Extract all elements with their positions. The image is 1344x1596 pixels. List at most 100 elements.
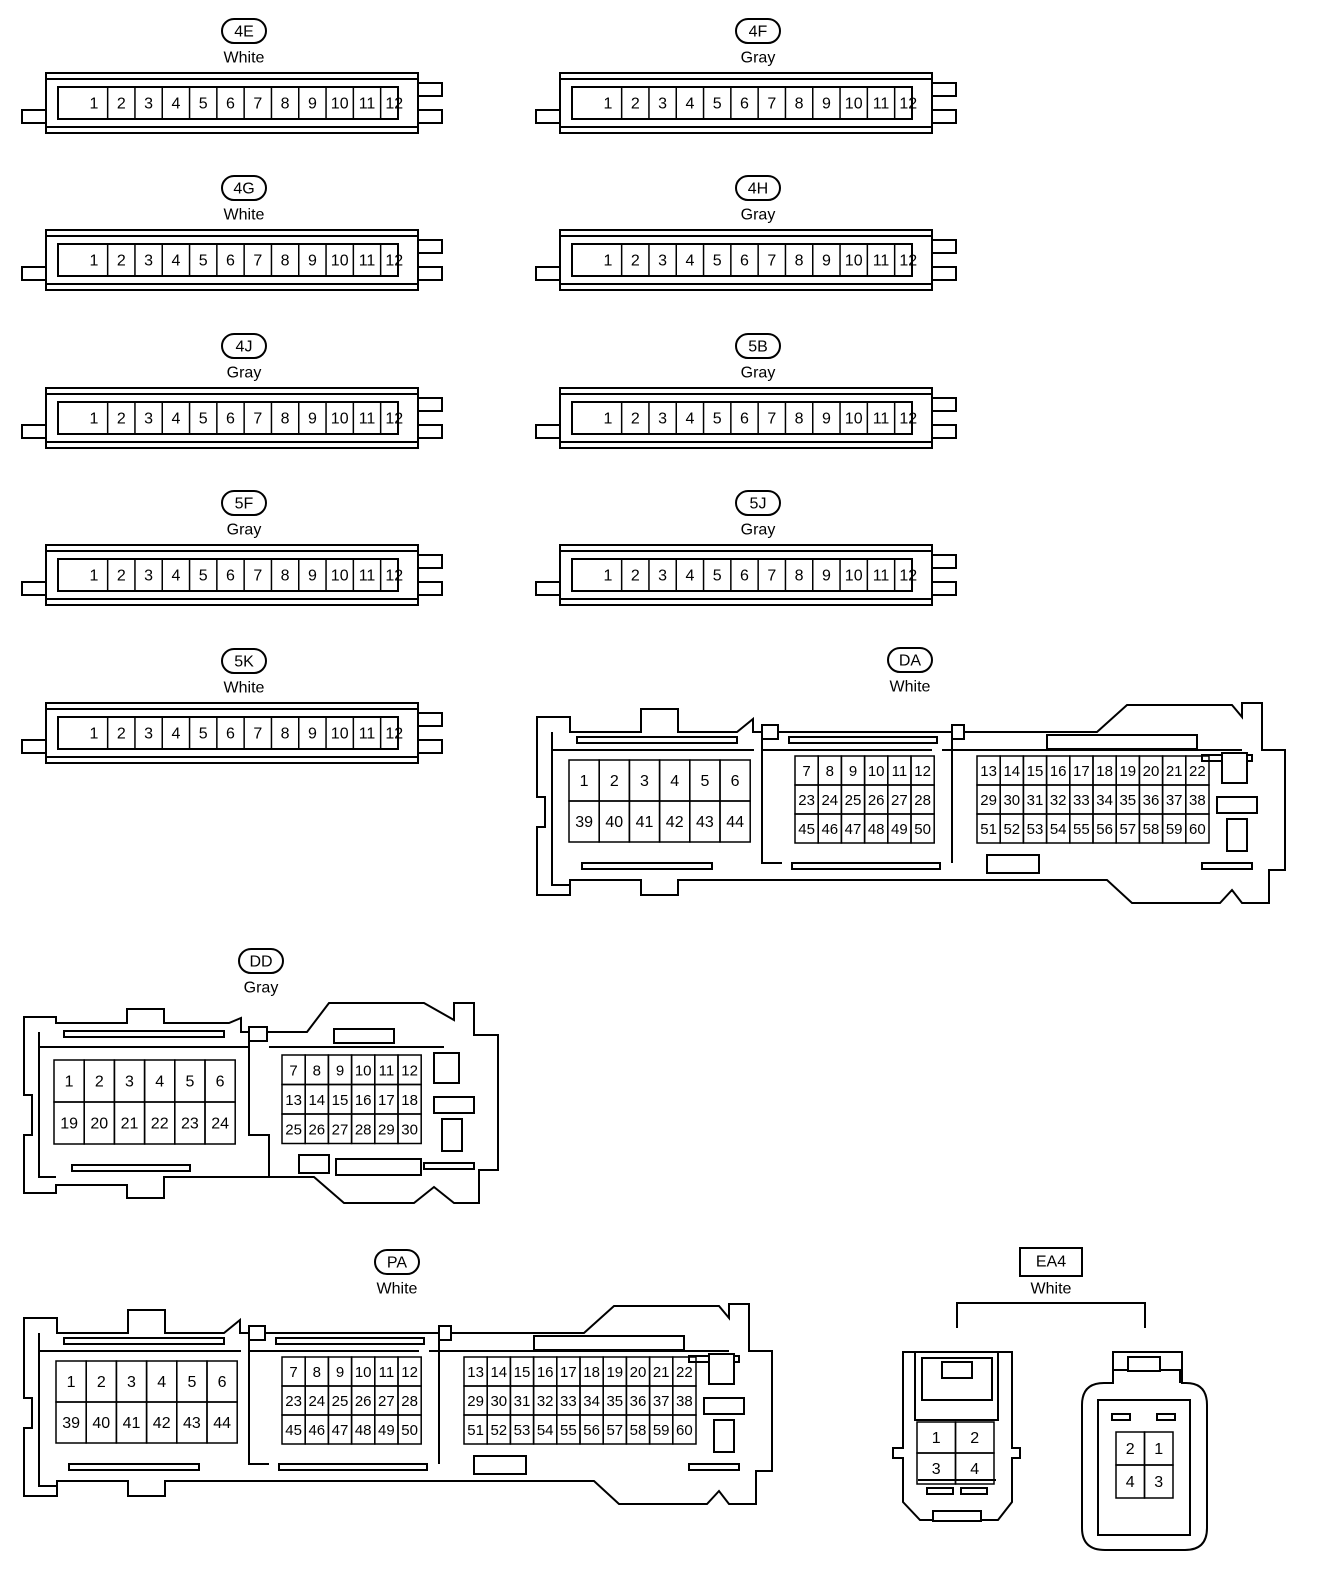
- pin-13: 13: [980, 763, 997, 780]
- pin-8: 8: [281, 96, 290, 113]
- pin-30: 30: [1003, 792, 1020, 809]
- connector-color-label: White: [224, 680, 265, 697]
- pin-26: 26: [868, 792, 885, 809]
- pin-2: 2: [631, 253, 640, 270]
- pin-12: 12: [899, 96, 917, 113]
- pin-3: 3: [932, 1461, 941, 1478]
- pin-10: 10: [868, 763, 885, 780]
- pin-53: 53: [514, 1422, 531, 1439]
- pin-10: 10: [331, 411, 349, 428]
- pin-9: 9: [336, 1364, 344, 1381]
- pin-6: 6: [226, 726, 235, 743]
- pin-2: 2: [95, 1074, 104, 1091]
- connector-color-label: Gray: [741, 50, 776, 67]
- pin-3: 3: [127, 1374, 136, 1391]
- pin-5: 5: [199, 96, 208, 113]
- pin-37: 37: [653, 1393, 670, 1410]
- pin-11: 11: [873, 411, 890, 428]
- pin-2: 2: [610, 773, 619, 790]
- pin-5: 5: [199, 726, 208, 743]
- pin-1: 1: [580, 773, 589, 790]
- pin-45: 45: [798, 821, 815, 838]
- pin-12: 12: [914, 763, 931, 780]
- pin-16: 16: [1050, 763, 1067, 780]
- pin-25: 25: [845, 792, 862, 809]
- connector-code-label: PA: [387, 1255, 407, 1272]
- pin-56: 56: [1096, 821, 1113, 838]
- pin-11: 11: [359, 96, 376, 113]
- pin-4: 4: [685, 411, 694, 428]
- pin-3: 3: [1154, 1474, 1163, 1491]
- pin-7: 7: [289, 1364, 297, 1381]
- pin-9: 9: [308, 253, 317, 270]
- pin-2: 2: [117, 253, 126, 270]
- pin-8: 8: [281, 726, 290, 743]
- pin-11: 11: [379, 1364, 395, 1381]
- pin-17: 17: [1073, 763, 1090, 780]
- connector-code-label: 4F: [749, 24, 768, 41]
- pin-10: 10: [331, 253, 349, 270]
- pin-10: 10: [845, 96, 863, 113]
- pin-38: 38: [1189, 792, 1206, 809]
- pin-42: 42: [153, 1415, 171, 1432]
- pin-58: 58: [1143, 821, 1160, 838]
- pin-6: 6: [226, 253, 235, 270]
- pin-49: 49: [891, 821, 908, 838]
- pin-4: 4: [171, 411, 180, 428]
- pin-4: 4: [685, 253, 694, 270]
- pin-47: 47: [332, 1422, 349, 1439]
- pin-11: 11: [873, 568, 890, 585]
- pin-8: 8: [281, 411, 290, 428]
- pin-42: 42: [666, 814, 684, 831]
- pin-28: 28: [401, 1393, 418, 1410]
- pin-55: 55: [1073, 821, 1090, 838]
- pin-48: 48: [868, 821, 885, 838]
- pin-5: 5: [199, 253, 208, 270]
- pin-24: 24: [821, 792, 838, 809]
- pin-6: 6: [740, 253, 749, 270]
- connector-color-label: Gray: [227, 522, 262, 539]
- connector-color-label: White: [1031, 1281, 1072, 1298]
- connector-color-label: White: [890, 679, 931, 696]
- pin-8: 8: [795, 253, 804, 270]
- connector-code-label: 5J: [750, 496, 767, 513]
- pin-11: 11: [873, 253, 890, 270]
- pin-50: 50: [401, 1422, 418, 1439]
- pin-23: 23: [285, 1393, 302, 1410]
- pin-46: 46: [821, 821, 838, 838]
- pin-51: 51: [980, 821, 997, 838]
- pin-31: 31: [514, 1393, 531, 1410]
- pin-46: 46: [308, 1422, 325, 1439]
- pin-6: 6: [226, 96, 235, 113]
- pin-11: 11: [359, 726, 376, 743]
- pin-29: 29: [378, 1121, 395, 1138]
- pin-16: 16: [355, 1092, 372, 1109]
- pin-1: 1: [604, 253, 613, 270]
- pin-10: 10: [845, 568, 863, 585]
- pin-48: 48: [355, 1422, 372, 1439]
- pin-17: 17: [560, 1364, 577, 1381]
- pin-10: 10: [355, 1062, 372, 1079]
- pin-11: 11: [359, 568, 376, 585]
- pin-5: 5: [713, 568, 722, 585]
- pin-3: 3: [144, 726, 153, 743]
- pin-3: 3: [125, 1074, 134, 1091]
- pin-4: 4: [670, 773, 679, 790]
- pin-5: 5: [713, 96, 722, 113]
- pin-13: 13: [285, 1092, 302, 1109]
- pin-2: 2: [631, 96, 640, 113]
- pin-35: 35: [606, 1393, 623, 1410]
- pin-3: 3: [658, 568, 667, 585]
